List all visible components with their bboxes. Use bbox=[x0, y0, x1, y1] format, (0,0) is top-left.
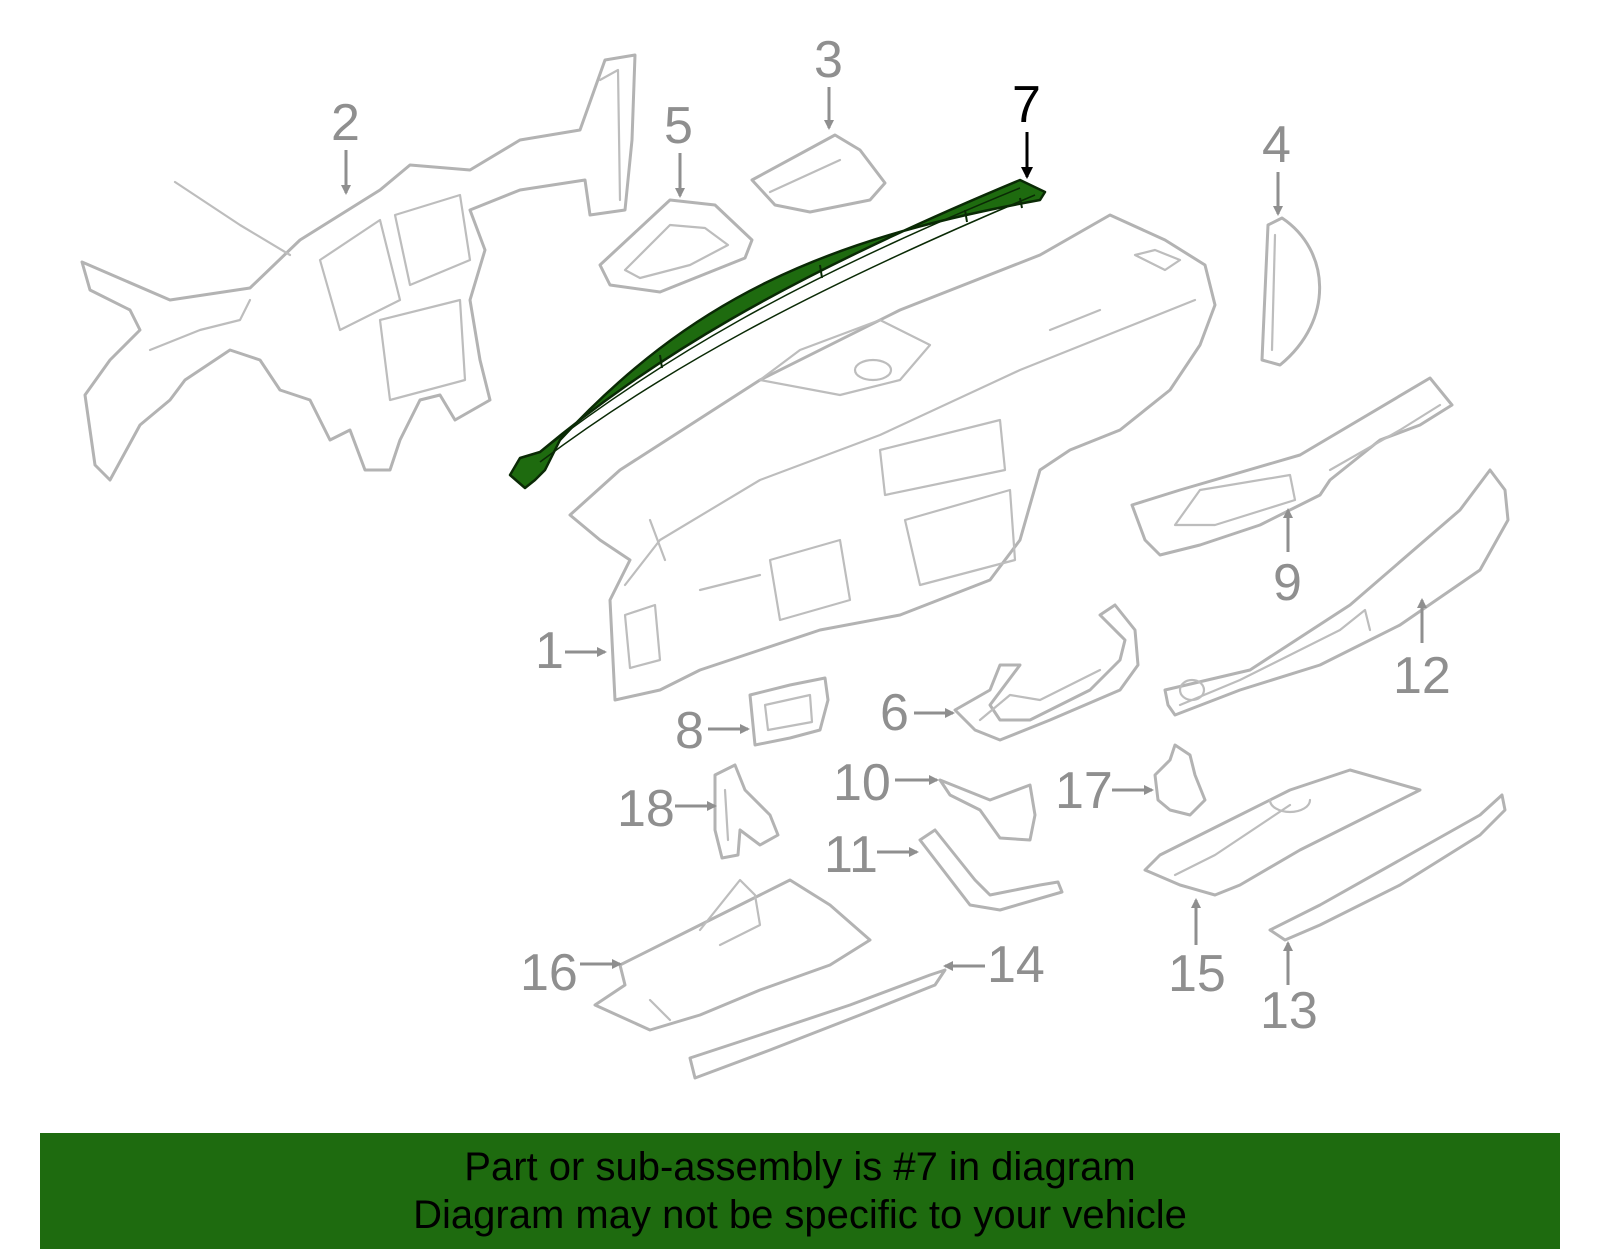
part-4-end-cap bbox=[1260, 216, 1322, 367]
callout-1: 1 bbox=[535, 622, 564, 680]
info-banner: Part or sub-assembly is #7 in diagram Di… bbox=[40, 1133, 1560, 1249]
callout-6: 6 bbox=[880, 684, 909, 742]
part-17-clip bbox=[1153, 743, 1207, 817]
part-7-trim-strip-highlighted bbox=[508, 178, 1047, 490]
part-14-strip bbox=[688, 968, 947, 1080]
callout-3: 3 bbox=[814, 31, 843, 89]
callout-17: 17 bbox=[1055, 762, 1113, 820]
part-2-support-frame bbox=[80, 53, 637, 482]
callout-5: 5 bbox=[664, 97, 693, 155]
callout-9: 9 bbox=[1273, 554, 1302, 612]
part-9-panel bbox=[1130, 376, 1454, 557]
callout-18: 18 bbox=[617, 780, 675, 838]
callout-14: 14 bbox=[987, 936, 1045, 994]
callout-11: 11 bbox=[824, 826, 878, 884]
part-18-bracket bbox=[713, 763, 780, 860]
callout-7-active: 7 bbox=[1012, 76, 1041, 134]
callout-12: 12 bbox=[1393, 647, 1451, 705]
part-8-vent bbox=[748, 676, 830, 747]
part-11-trim bbox=[918, 828, 1064, 912]
part-16-lower-panel bbox=[593, 878, 872, 1032]
callout-15: 15 bbox=[1168, 945, 1226, 1003]
banner-line-part: Part or sub-assembly is #7 in diagram bbox=[464, 1145, 1136, 1189]
part-13-strip bbox=[1268, 793, 1507, 942]
part-5-tray bbox=[598, 198, 754, 294]
callout-4: 4 bbox=[1262, 116, 1291, 174]
banner-line-disclaimer: Diagram may not be specific to your vehi… bbox=[413, 1193, 1187, 1237]
callout-10: 10 bbox=[833, 754, 891, 812]
part-10-trim bbox=[938, 778, 1037, 842]
part-1-instrument-panel bbox=[568, 213, 1217, 702]
part-6-bezel bbox=[953, 603, 1140, 742]
callout-13: 13 bbox=[1260, 982, 1318, 1040]
callout-2: 2 bbox=[331, 94, 360, 152]
callout-8: 8 bbox=[675, 702, 704, 760]
callout-16: 16 bbox=[520, 944, 578, 1002]
part-3-cover bbox=[750, 133, 887, 214]
callout-labels: 1 2 3 4 5 6 7 8 9 10 11 12 13 14 15 16 1… bbox=[331, 31, 1451, 1040]
part-12-lower-trim bbox=[1163, 468, 1510, 717]
callout-arrows bbox=[341, 87, 1427, 985]
part-15-lower-panel bbox=[1143, 768, 1422, 897]
